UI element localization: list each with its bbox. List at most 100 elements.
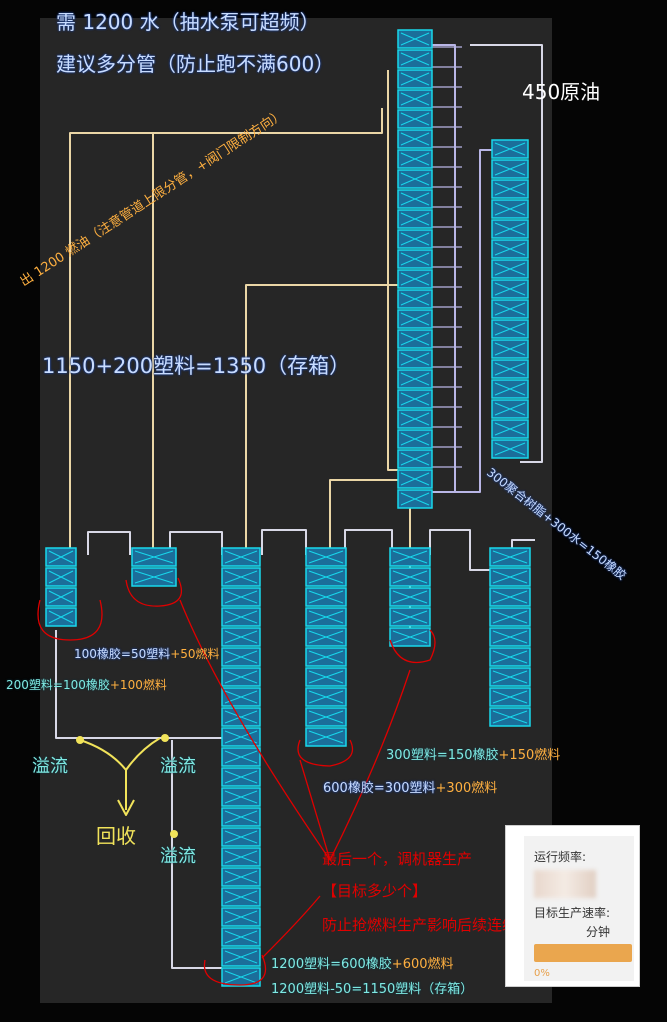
water-pump-stack [397,89,433,109]
rubber-600-stack [305,547,347,567]
water-pump-stack [397,389,433,409]
plastic-machine-stack [45,587,77,607]
rubber-600-stack [305,667,347,687]
water-pump-stack [397,369,433,389]
resin-stack [489,547,531,567]
rubber-600-stack [305,587,347,607]
refinery-stack [491,279,529,299]
overflow-label-2: 溢流 [160,756,196,777]
resin-stack [489,587,531,607]
refinery-stack [491,219,529,239]
plastic-1200-stack [221,767,261,787]
blurred-value [534,870,596,898]
resin-stack [489,687,531,707]
refinery-stack [491,159,529,179]
water-pump-stack [397,449,433,469]
annotation-arrow [299,759,331,861]
refinery-stack [491,399,529,419]
refinery-stack [491,139,529,159]
rubber-600-recipe-label: 600橡胶=300塑料+300燃料 [323,781,498,796]
water-pump-stack [397,489,433,509]
plastic-storage-note: 1150+200塑料=1350（存箱） [42,354,351,378]
fuel-pipe [329,479,398,555]
plastic-1200-stack [221,727,261,747]
overflow-valve [161,734,169,742]
refinery-stack [491,419,529,439]
fuel-pipe [387,70,398,471]
plastic-1200-stack [221,867,261,887]
refinery-stack [491,439,529,459]
water-pump-stack [397,309,433,329]
resin-stack [489,667,531,687]
overflow-label-1: 溢流 [32,756,68,777]
recycle-arrow [117,799,135,816]
plastic-1200-stack [221,707,261,727]
recycle-label: 回收 [96,824,136,848]
plastic-300-stack [389,567,431,587]
plastic-1200-stack [221,607,261,627]
target-rate-label: 目标生产速率: [534,906,611,920]
machine-settings-panel: 运行频率: 目标生产速率: 分钟 0% [505,825,640,987]
plastic-machine-stack [45,607,77,627]
plastic-1200-stack [221,807,261,827]
water-pump-stack [397,129,433,149]
plastic-1200-stack [221,787,261,807]
plastic-machine-stack [45,567,77,587]
resin-stack [489,607,531,627]
plastic-1200-stack [221,567,261,587]
annotation-arrow [261,895,321,959]
connector-pipe [429,529,490,571]
water-pump-stack [397,29,433,49]
per-minute-label: 分钟 [586,925,611,939]
water-pump-stack [397,189,433,209]
plastic-machine-stack [45,547,77,567]
last-one-note: 最后一个，调机器生产 [322,850,473,868]
rubber-600-stack [305,647,347,667]
water-pipe [470,44,543,463]
plastic-1200-stack [221,927,261,947]
water-pump-stack [397,269,433,289]
resin-stack [489,567,531,587]
resin-stack [489,647,531,667]
plastic-1200-stack [221,967,261,987]
rubber-machine-stack [131,567,177,587]
annotation-arrow [179,599,331,861]
plastic-1200-stack [221,907,261,927]
water-pipe [455,149,492,493]
refinery-stack [491,299,529,319]
plastic-final-storage-label: 1200塑料-50=1150塑料（存箱） [271,982,474,997]
rubber-recipe-label: 100橡胶=50塑料+50燃料 [74,647,220,661]
prevent-race-note: 防止抢燃料生产影响后续连续反应 [322,916,548,934]
split-pipe-note: 建议多分管（防止跑不满600） [56,52,335,76]
plastic-300-stack [389,607,431,627]
rubber-600-stack [305,627,347,647]
water-pump-stack [397,229,433,249]
plastic-300-recipe-label: 300塑料=150橡胶+150燃料 [386,748,561,763]
plastic-300-stack [389,587,431,607]
plastic-1200-stack [221,947,261,967]
plastic-1200-recipe-label: 1200塑料=600橡胶+600燃料 [271,957,454,972]
plastic-300-stack [389,627,431,647]
water-pump-stack [397,289,433,309]
plastic-1200-stack [221,667,261,687]
resin-stack [489,627,531,647]
water-pump-stack [397,169,433,189]
plastic-1200-stack [221,627,261,647]
refinery-stack [491,259,529,279]
plastic-1200-stack [221,847,261,867]
plastic-300-stack [389,547,431,567]
water-pump-stack [397,149,433,169]
water-pump-stack [397,429,433,449]
annotation-circle [125,577,183,607]
progress-bar[interactable] [534,944,632,962]
rubber-600-stack [305,607,347,627]
annotation-circle [389,629,436,664]
water-pump-stack [397,69,433,89]
plastic-1200-stack [221,687,261,707]
water-pump-stack [397,249,433,269]
plastic-1200-stack [221,647,261,667]
water-pump-stack [397,409,433,429]
rubber-600-stack [305,707,347,727]
overflow-label-3: 溢流 [160,846,196,867]
overflow-valve [76,736,84,744]
